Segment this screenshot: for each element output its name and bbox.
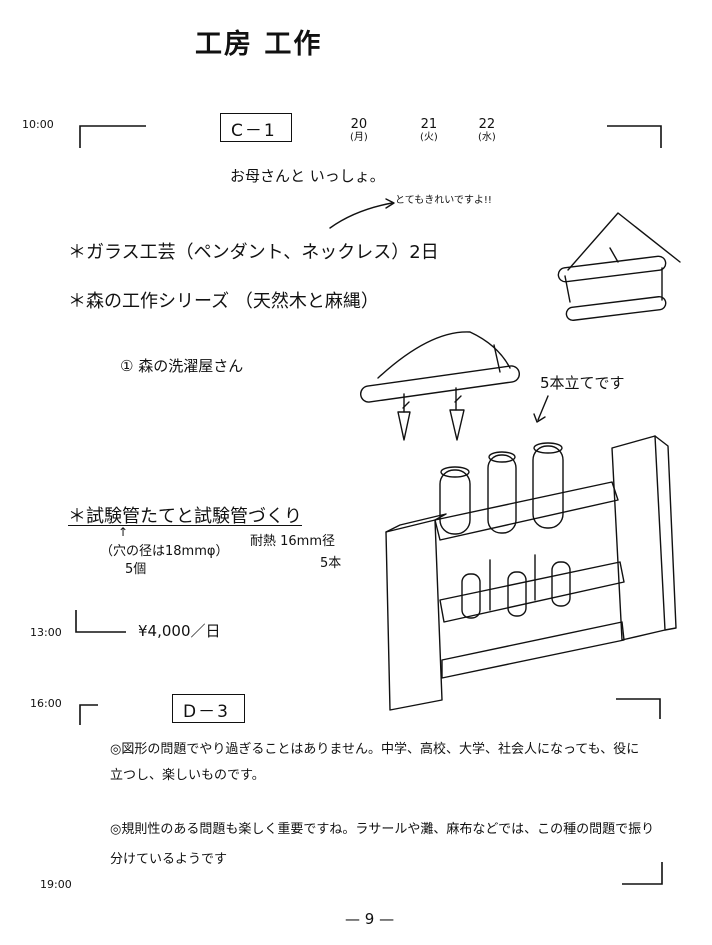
clothespin-icon [449, 409, 465, 441]
clothespin-icon [397, 411, 411, 441]
bracket-top-left-d3 [79, 704, 98, 725]
paragraph-2: ◎規則性のある問題も楽しく重要ですね。ラサールや灘、麻布などでは、この種の問題で… [110, 822, 655, 867]
note-tubes-count: 5本 [320, 556, 342, 571]
up-arrow-icon: ↑ [118, 525, 129, 539]
item-glass-craft: ＊ガラス工芸（ペンダント、ネックレス）2日 [68, 242, 439, 263]
bracket-top-right-d3 [616, 698, 661, 719]
test-tube-rack-drawing [385, 435, 677, 711]
paragraph-1: ◎図形の問題でやり過ぎることはありません。中学、高校、大学、社会人になっても、役… [110, 742, 640, 783]
date-21: 21(火) [420, 117, 438, 143]
page-title: 工房 工作 [195, 29, 323, 60]
illustration-label: 5本立てです [540, 374, 625, 392]
item-forest-series: ＊森の工作シリーズ （天然木と麻縄） [68, 291, 379, 312]
section-code-c1: C－1 [220, 113, 292, 142]
laundry-stick-drawing [360, 331, 520, 441]
intro-text: お母さんと いっしょ。 [230, 167, 385, 185]
item-forest-laundry: ① 森の洗濯屋さん [120, 357, 244, 375]
note-tubes: 耐熱 16mm径 [250, 534, 336, 549]
date-20: 20(月) [350, 117, 368, 143]
start-time-c1: 10:00 [22, 118, 54, 131]
page-number: — 9 — [345, 910, 395, 928]
bracket-bottom-left-c1 [75, 610, 126, 633]
note-holes: （穴の径は18mmφ） [100, 544, 229, 559]
note-holes-count: 5個 [125, 562, 147, 577]
comment-arrow-icon [329, 202, 393, 229]
bracket-top-right-c1 [607, 125, 662, 148]
hanging-wood-drawing [557, 212, 681, 321]
item-test-tube: ＊試験管たてと試験管づくり [68, 506, 302, 527]
price: ¥4,000／日 [138, 622, 221, 640]
comment-text: とてもきれいですよ!! [395, 195, 492, 206]
bracket-top-left-c1 [79, 125, 146, 148]
end-time-c1: 13:00 [30, 626, 62, 639]
bracket-bottom-right-d3 [622, 862, 663, 885]
end-time-d3: 19:00 [40, 878, 72, 891]
start-time-d3: 16:00 [30, 697, 62, 710]
date-22: 22(水) [478, 117, 496, 143]
section-code-d3: D－3 [172, 694, 245, 723]
